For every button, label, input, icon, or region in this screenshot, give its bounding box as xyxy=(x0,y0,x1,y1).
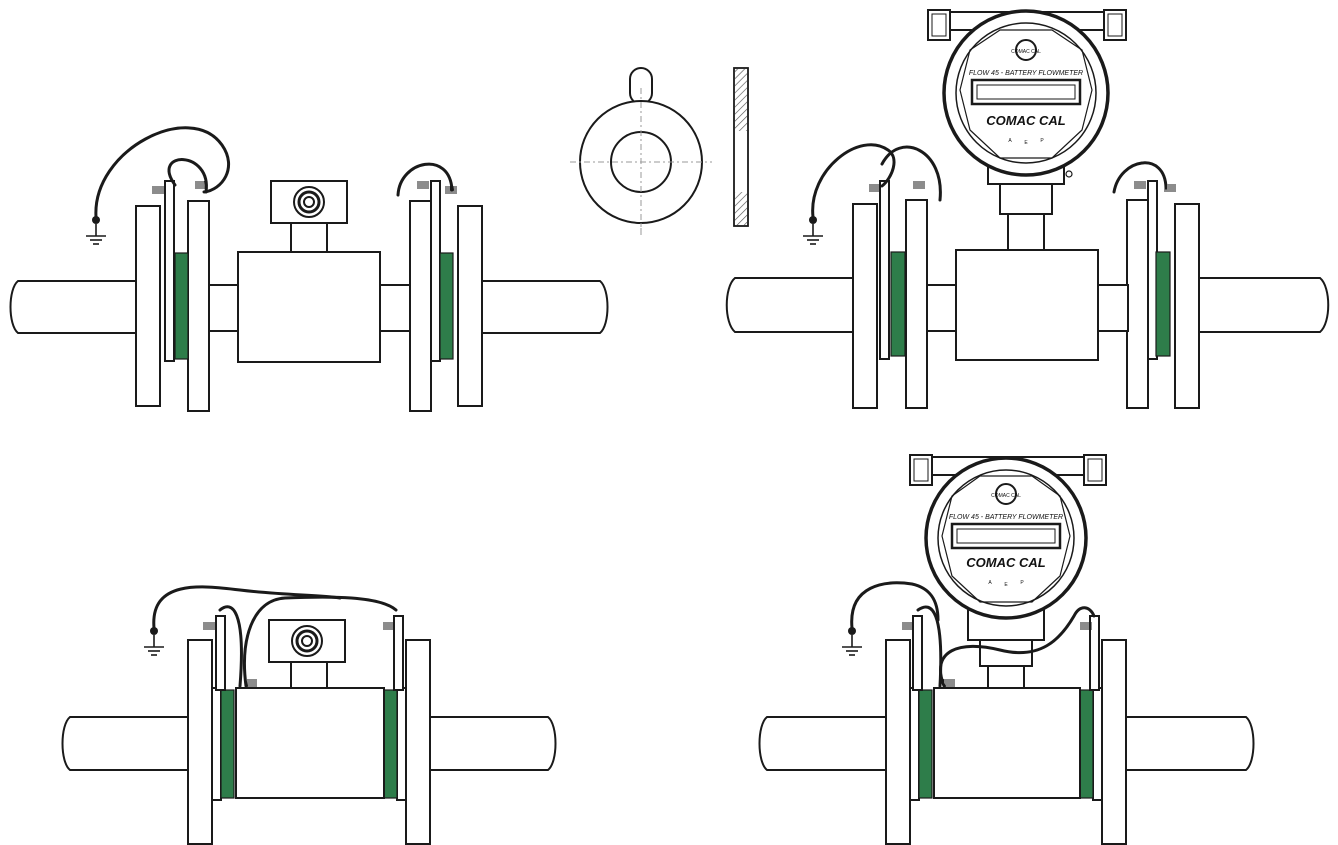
flowmeter-body xyxy=(237,251,381,363)
model-text: FLOW 45 - BATTERY FLOWMETER xyxy=(969,70,1083,77)
flange xyxy=(187,200,210,412)
diagram-bottom-right: COMAC CAL FLOW 45 - BATTERY FLOWMETER CO… xyxy=(758,454,1255,845)
flange xyxy=(135,205,161,407)
grounding-ring-detail xyxy=(570,67,749,235)
ground-icon xyxy=(85,223,107,245)
svg-text:E: E xyxy=(1024,140,1028,146)
svg-text:E: E xyxy=(1004,582,1008,588)
brand-text: COMAC CAL xyxy=(986,113,1065,128)
logo-text: COMAC CAL xyxy=(991,493,1021,499)
neck xyxy=(290,220,328,253)
pipe-left xyxy=(9,280,137,334)
junction-box-icon xyxy=(267,618,347,664)
gasket xyxy=(439,252,454,360)
diagram-top-left xyxy=(9,126,609,412)
flange xyxy=(409,200,432,412)
svg-text:A: A xyxy=(1008,138,1012,144)
ground-icon xyxy=(143,634,165,656)
svg-text:A: A xyxy=(988,580,992,586)
diagram-bottom-left xyxy=(61,585,557,845)
diagram-top-right: COMAC CAL FLOW 45 - BATTERY FLOWMETER CO… xyxy=(725,9,1330,409)
grounding-ring-icon xyxy=(164,180,175,362)
junction-box-icon xyxy=(269,179,349,225)
display-window xyxy=(970,78,1082,106)
grounding-ring-icon xyxy=(430,180,441,362)
transmitter-head-icon: COMAC CAL FLOW 45 - BATTERY FLOWMETER CO… xyxy=(909,454,1107,620)
ground-icon xyxy=(841,634,863,656)
ground-icon xyxy=(802,223,824,245)
transmitter-head-icon: COMAC CAL FLOW 45 - BATTERY FLOWMETER CO… xyxy=(927,9,1127,177)
display-window xyxy=(950,522,1062,550)
flange xyxy=(457,205,483,407)
logo-text: COMAC CAL xyxy=(1011,49,1041,55)
ground-cable xyxy=(94,126,230,219)
grounding-ring-icon xyxy=(879,180,890,360)
svg-text:P: P xyxy=(1040,138,1044,144)
pipe-right xyxy=(479,280,609,334)
model-text: FLOW 45 - BATTERY FLOWMETER xyxy=(949,514,1063,521)
svg-text:P: P xyxy=(1020,580,1024,586)
brand-text: COMAC CAL xyxy=(966,555,1045,570)
gasket xyxy=(174,252,189,360)
